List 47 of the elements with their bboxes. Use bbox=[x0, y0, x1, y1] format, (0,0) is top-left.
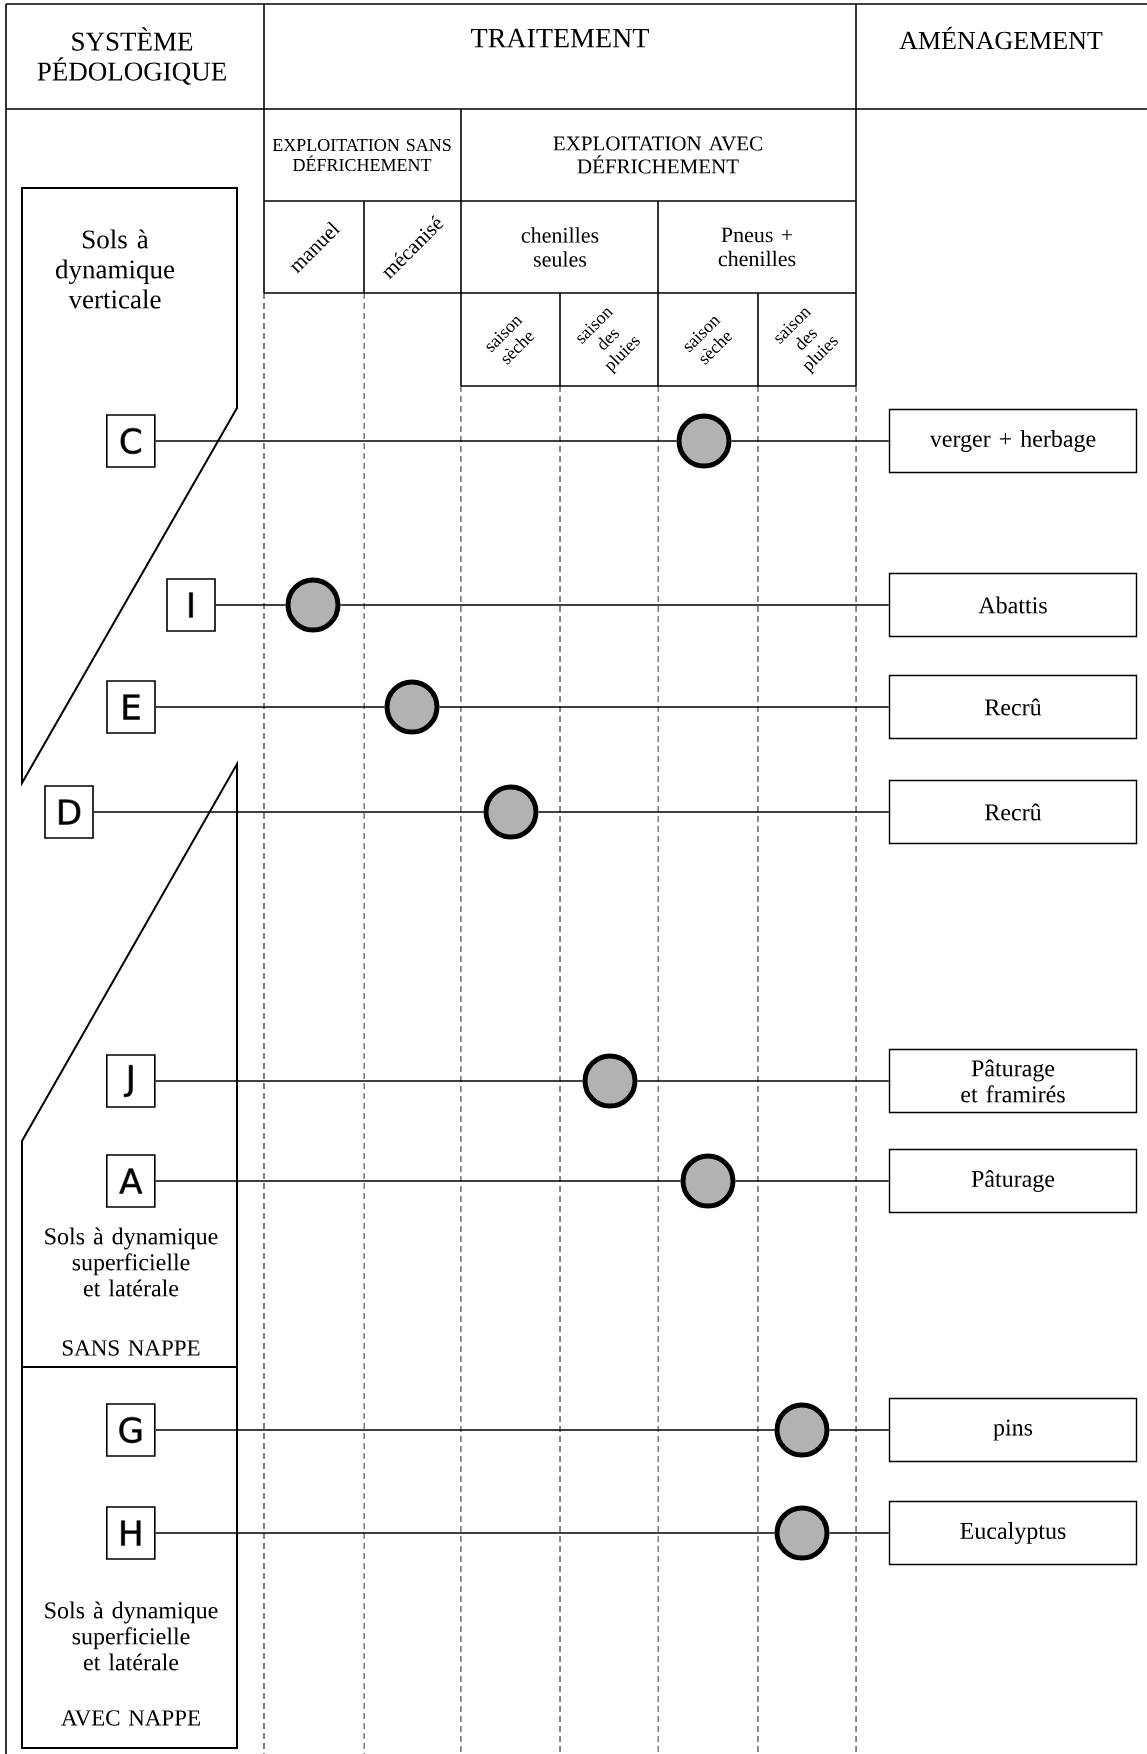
land-use-box: Abattis bbox=[888, 572, 1138, 638]
land-use-box: Recrû bbox=[888, 779, 1138, 845]
connector-line bbox=[730, 440, 890, 442]
letter-box: I bbox=[166, 578, 216, 632]
treatment-dot bbox=[285, 577, 341, 633]
connector-line bbox=[155, 706, 386, 708]
column-heading: SYSTÈME PÉDOLOGIQUE bbox=[37, 27, 226, 85]
connector-line bbox=[154, 1532, 776, 1534]
connector-line bbox=[734, 1180, 890, 1182]
letter-box: D bbox=[44, 785, 94, 839]
connector-line bbox=[93, 811, 485, 813]
land-use-box: Recrû bbox=[888, 674, 1138, 740]
land-use-box: pins bbox=[888, 1397, 1138, 1463]
column-heading: AMÉNAGEMENT bbox=[899, 26, 1103, 50]
column-heading: chenilles seules bbox=[521, 227, 599, 267]
letter-box: E bbox=[106, 680, 156, 734]
letter-box: G bbox=[106, 1403, 156, 1457]
letter-box: A bbox=[106, 1154, 156, 1208]
connector-line bbox=[828, 1429, 890, 1431]
treatment-dot bbox=[582, 1053, 638, 1109]
land-use-box: verger + herbage bbox=[888, 408, 1138, 474]
connector-line bbox=[154, 1429, 776, 1431]
land-use-box: Eucalyptus bbox=[888, 1500, 1138, 1566]
treatment-dot bbox=[483, 784, 539, 840]
connector-line bbox=[828, 1532, 890, 1534]
treatment-dot bbox=[774, 1402, 830, 1458]
connector-line bbox=[636, 1080, 890, 1082]
column-heading: EXPLOITATION SANS DÉFRICHEMENT bbox=[272, 138, 451, 172]
connector-line bbox=[154, 1080, 584, 1082]
column-heading: TRAITEMENT bbox=[471, 28, 649, 48]
letter-box: C bbox=[106, 414, 156, 468]
connector-line bbox=[537, 811, 890, 813]
treatment-dot bbox=[384, 679, 440, 735]
land-use-box: Pâturage et framirés bbox=[888, 1048, 1138, 1114]
land-use-box: Pâturage bbox=[888, 1148, 1138, 1214]
column-heading: Pneus + chenilles bbox=[718, 227, 796, 267]
connector-line bbox=[438, 706, 890, 708]
treatment-dot bbox=[676, 413, 732, 469]
letter-box: H bbox=[106, 1506, 156, 1560]
treatment-dot bbox=[680, 1153, 736, 1209]
letter-box: J bbox=[106, 1054, 156, 1108]
treatment-dot bbox=[774, 1505, 830, 1561]
connector-line bbox=[154, 440, 678, 442]
connector-line bbox=[339, 604, 890, 606]
connector-line bbox=[215, 604, 287, 606]
column-heading: EXPLOITATION AVEC DÉFRICHEMENT bbox=[553, 136, 762, 174]
connector-line bbox=[154, 1180, 682, 1182]
